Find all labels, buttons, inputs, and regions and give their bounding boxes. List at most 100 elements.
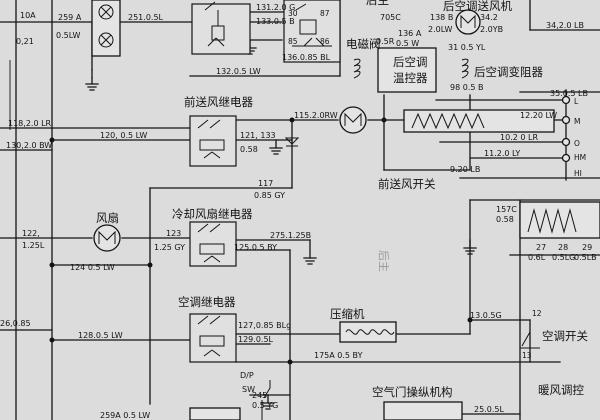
wire-label-w1305g: 13.0.5G <box>470 311 502 320</box>
label-rear-temp-ctrl-1: 后空调 <box>393 55 428 69</box>
wire-label-w129: 129.0.5L <box>238 335 274 344</box>
front-blower-relay-box <box>189 115 237 167</box>
wire-label-w920: 9.20 LB <box>450 165 480 174</box>
label-front-fan-switch: 前送风开关 <box>378 177 436 191</box>
edge-label-top: 后主 <box>366 0 389 7</box>
wire-label-w122: 122, <box>22 229 40 238</box>
rear-fan-motor <box>455 9 481 35</box>
wire-label-w98: 98 0.5 B <box>450 83 483 92</box>
label-cooling-fan-relay: 冷却风扇继电器 <box>172 207 253 221</box>
fan-switch-terminals <box>561 95 571 163</box>
wire-label-whm: HM <box>574 153 586 162</box>
label-rear-fan: 后空调送风机 <box>443 0 512 13</box>
wire-label-w175a: 175A 0.5 BY <box>314 351 363 360</box>
wire-label-w125gy: 1.25 GY <box>154 243 185 252</box>
label-air-door: 空气门操纵机构 <box>372 385 453 399</box>
label-rear-resistor: 后空调变阻器 <box>474 65 543 79</box>
wire-label-w1152: 115.2.0RW <box>294 111 338 120</box>
label-heater-ctrl: 暖风调控 <box>538 383 584 397</box>
wire-label-w127: 127,0.85 BLg <box>238 321 291 330</box>
rear-temp-ctrl-box <box>353 47 469 93</box>
top-relay <box>191 1 251 55</box>
wire-label-w058b: 0.58 <box>496 215 514 224</box>
wire-label-wsw: SW <box>242 385 255 394</box>
wire-label-w342dyb: 34.2 <box>480 13 498 22</box>
wire-label-w128: 128.0.5 LW <box>78 331 123 340</box>
air-door-box <box>383 401 463 420</box>
label-compressor: 压缩机 <box>330 307 365 321</box>
wire-label-w05lg: 0.5LG <box>552 253 575 262</box>
dp-switch <box>261 380 271 420</box>
wire-label-wo: O <box>574 139 580 148</box>
wire-label-w1220: 12.20 LW <box>520 111 557 120</box>
wire-label-w29: 29 <box>582 243 592 252</box>
wire-label-w342: 34,2.0 LB <box>546 21 584 30</box>
wire-label-w118: 118,2.0 LR <box>8 119 52 128</box>
label-ac-relay: 空调继电器 <box>178 295 236 309</box>
wire-label-w87: 87 <box>320 9 330 18</box>
wire-label-wdp: D/P <box>240 371 254 380</box>
front-blower-motor <box>339 106 367 134</box>
wire-label-wm: M <box>574 117 580 126</box>
wire-label-w058: 0.58 <box>240 145 258 154</box>
ac-switch-contact <box>520 331 540 349</box>
wire-label-w1320: 132.0.5 LW <box>216 67 261 76</box>
wire-label-whi: HI <box>574 169 582 178</box>
bottom-left-box <box>189 407 241 420</box>
junction-dots <box>49 117 473 365</box>
wire-label-w125sby: 125.0.5 BY <box>234 243 277 252</box>
wire-label-w1312: 131.2.0 G <box>256 3 295 12</box>
wire-label-w13: 13 <box>522 351 532 360</box>
wire-label-w05r: 0.5R <box>376 37 395 46</box>
wire-label-w05lb: 0.5LB <box>574 253 597 262</box>
label-rear-solenoid: 电磁阀 <box>346 37 381 51</box>
wire-label-w1386: 138 B <box>430 13 453 22</box>
rear-fan-relay <box>283 0 341 63</box>
wire-label-w10a: 10A <box>20 11 36 20</box>
wire-label-w130: 130,2.0 BW <box>6 141 52 150</box>
wire-label-wl: L <box>574 97 579 106</box>
wire-labels: 10A 0,21 259 A 0.5LW 251.0.5L 131.2.0 G … <box>0 3 597 420</box>
ac-relay-box <box>189 313 237 363</box>
wire-label-w120: 120, 0.5 LW <box>100 131 147 140</box>
wire-label-w085gy: 0.85 GY <box>254 191 285 200</box>
wire-label-w705c: 705C <box>380 13 401 22</box>
wire-label-w20lw: 2.0LW <box>428 25 452 34</box>
wire-label-w05lw: 0.5LW <box>56 31 80 40</box>
wire-label-w27: 27 <box>536 243 546 252</box>
diode <box>284 137 300 147</box>
wire-label-w275: 275.1.25B <box>270 231 311 240</box>
wire-label-w124: 124 0.5 LW <box>70 263 115 272</box>
wire-label-w28: 28 <box>558 243 568 252</box>
wire-label-w121: 121, 133 <box>240 131 276 140</box>
cooling-fan-relay-box <box>189 221 237 267</box>
watermark: 后主 <box>377 250 390 272</box>
wire-label-w25: 25.0.5L <box>474 405 504 414</box>
compressor <box>339 321 397 343</box>
label-rear-temp-ctrl-2: 温控器 <box>393 71 428 85</box>
wire-label-w125l: 1.25L <box>22 241 45 250</box>
wire-label-w021: 0,21 <box>16 37 34 46</box>
wire-label-w12: 12 <box>532 309 542 318</box>
wire-label-w157c: 157C <box>496 205 517 214</box>
wire-label-w05w: 0.5 W <box>396 39 419 48</box>
wire-label-w117: 117 <box>258 179 273 188</box>
wire-label-w2685: 26,0.85 <box>0 319 31 328</box>
wire-label-w259a: 259 A <box>58 13 82 22</box>
wire-label-w05yg: 0.5 YG <box>252 401 278 410</box>
heater-resistor <box>519 201 600 239</box>
label-fan: 风扇 <box>96 211 119 225</box>
wire-label-w2510: 251.0.5L <box>128 13 164 22</box>
wire-label-w136a: 136 A <box>398 29 422 38</box>
wire-label-w1330: 133.0.5 B <box>256 17 295 26</box>
label-front-blower-relay: 前送风继电器 <box>184 95 253 109</box>
wire-label-w1360: 136.0.85 BL <box>282 53 331 62</box>
wire-label-w245: 245 <box>252 391 267 400</box>
wire-label-w350: 35.0.5 LB <box>550 89 588 98</box>
wire-label-w310: 31 0.5 YL <box>448 43 486 52</box>
fan-motor <box>93 224 121 252</box>
wire-label-w20yb: 2.0YB <box>480 25 503 34</box>
component-labels: 后空调送风机 电磁阀 后空调 温控器 后空调变阻器 前送风继电器 前送风开关 风… <box>96 0 588 399</box>
wire-label-w123: 123 <box>166 229 181 238</box>
